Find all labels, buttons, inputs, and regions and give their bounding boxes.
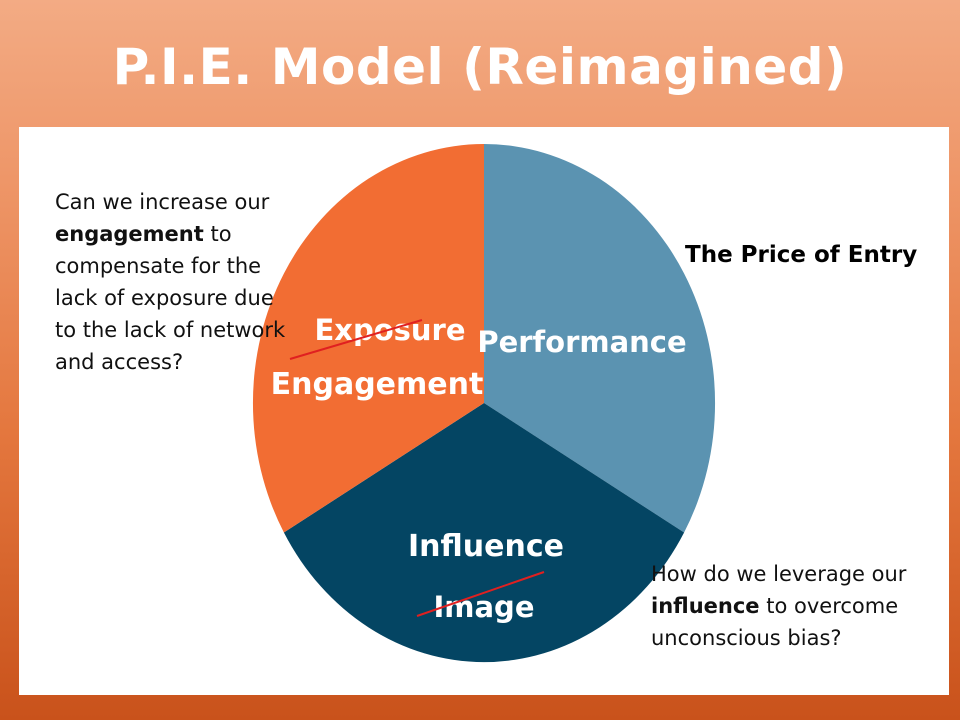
engagement-label: Engagement <box>271 367 484 402</box>
slide-title: P.I.E. Model (Reimagined) <box>112 38 848 96</box>
note-right-pre: How do we leverage our <box>651 562 907 586</box>
pie-segment-exposure <box>252 143 484 533</box>
image-strikethrough <box>416 571 545 617</box>
note-right-post: to overcome unconscious bias? <box>651 594 899 650</box>
note-right-emphasis: influence <box>651 594 760 618</box>
influence-label: Influence <box>408 529 564 564</box>
engagement-question: Can we increase our engagement to compen… <box>55 186 295 378</box>
pie-segment-performance <box>484 144 716 533</box>
influence-question: How do we leverage our influence to over… <box>651 558 941 654</box>
price-of-entry-label: The Price of Entry <box>685 242 918 268</box>
pie-segment-image <box>283 403 685 663</box>
note-left-post: to compensate for the lack of exposure d… <box>55 222 286 374</box>
exposure-strikethrough <box>289 319 423 360</box>
performance-label: Performance <box>477 325 686 359</box>
image-label-struck: Image <box>433 590 534 624</box>
note-left-pre: Can we increase our <box>55 190 270 214</box>
note-left-emphasis: engagement <box>55 222 204 246</box>
content-panel: Performance Exposure Engagement Influenc… <box>19 127 949 695</box>
pie-diagram: Performance Exposure Engagement Influenc… <box>252 143 716 663</box>
